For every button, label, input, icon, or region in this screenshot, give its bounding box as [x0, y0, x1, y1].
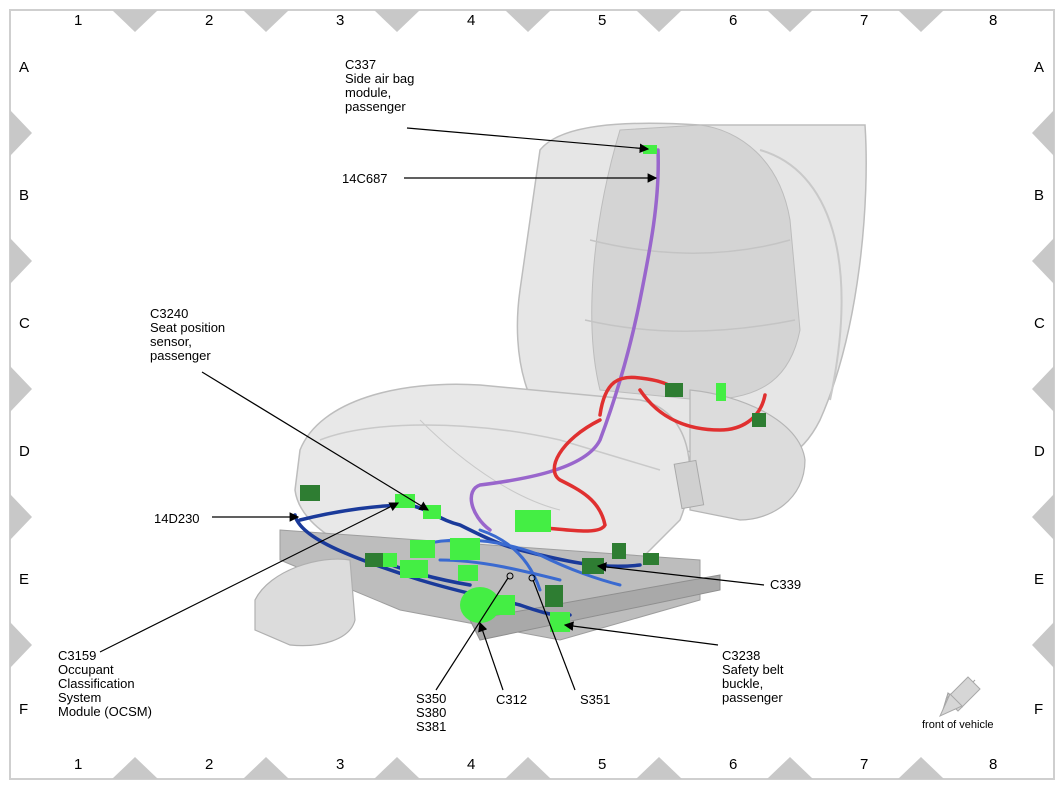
grid-row-b: B — [19, 187, 30, 204]
grid-col-4: 4 — [467, 12, 476, 29]
label-14d230: 14D230 — [154, 511, 200, 526]
label-s351: S351 — [580, 692, 611, 707]
grid-row-d: D — [19, 443, 30, 460]
grid-col-1-bottom: 1 — [74, 756, 83, 773]
grid-row-a: A — [19, 59, 30, 76]
grid-col-1: 1 — [74, 12, 83, 29]
grid-col-5-bottom: 5 — [598, 756, 607, 773]
grid-col-7-bottom: 7 — [860, 756, 869, 773]
grid-markers — [10, 10, 1054, 779]
grid-col-2-bottom: 2 — [205, 756, 214, 773]
connector-c312 — [460, 587, 500, 623]
grid-row-e: E — [19, 571, 30, 588]
grid-row-c-right: C — [1034, 315, 1045, 332]
grid-col-6: 6 — [729, 12, 738, 29]
seat-illustration — [254, 122, 867, 647]
grid-col-4-bottom: 4 — [467, 756, 476, 773]
label-c312: C312 — [496, 692, 528, 707]
connector-14d230 — [300, 485, 320, 501]
label-14c687: 14C687 — [342, 171, 388, 186]
grid-col-5: 5 — [598, 12, 607, 29]
connector-c3238 — [550, 612, 570, 632]
grid-row-a-right: A — [1034, 59, 1045, 76]
grid-row-c: C — [19, 315, 30, 332]
grid-col-2: 2 — [205, 12, 214, 29]
grid-col-8-bottom: 8 — [989, 756, 998, 773]
grid-row-d-right: D — [1034, 443, 1045, 460]
grid-col-8: 8 — [989, 12, 998, 29]
front-arrow-icon — [938, 676, 981, 718]
purple-harness — [469, 148, 661, 532]
grid-row-f: F — [19, 701, 29, 718]
grid-row-b-right: B — [1034, 187, 1045, 204]
label-front-of-vehicle: front of vehicle — [922, 719, 994, 731]
label-c339: C339 — [770, 577, 802, 592]
grid-row-e-right: E — [1034, 571, 1045, 588]
leader-lines — [99, 127, 765, 691]
grid-row-f-right: F — [1034, 701, 1044, 718]
connector-c337 — [643, 145, 657, 154]
grid-col-7: 7 — [860, 12, 869, 29]
grid-col-3-bottom: 3 — [336, 756, 345, 773]
connector-c3240 — [395, 494, 415, 508]
connectors — [300, 145, 766, 632]
grid-col-6-bottom: 6 — [729, 756, 738, 773]
grid-col-3: 3 — [336, 12, 345, 29]
